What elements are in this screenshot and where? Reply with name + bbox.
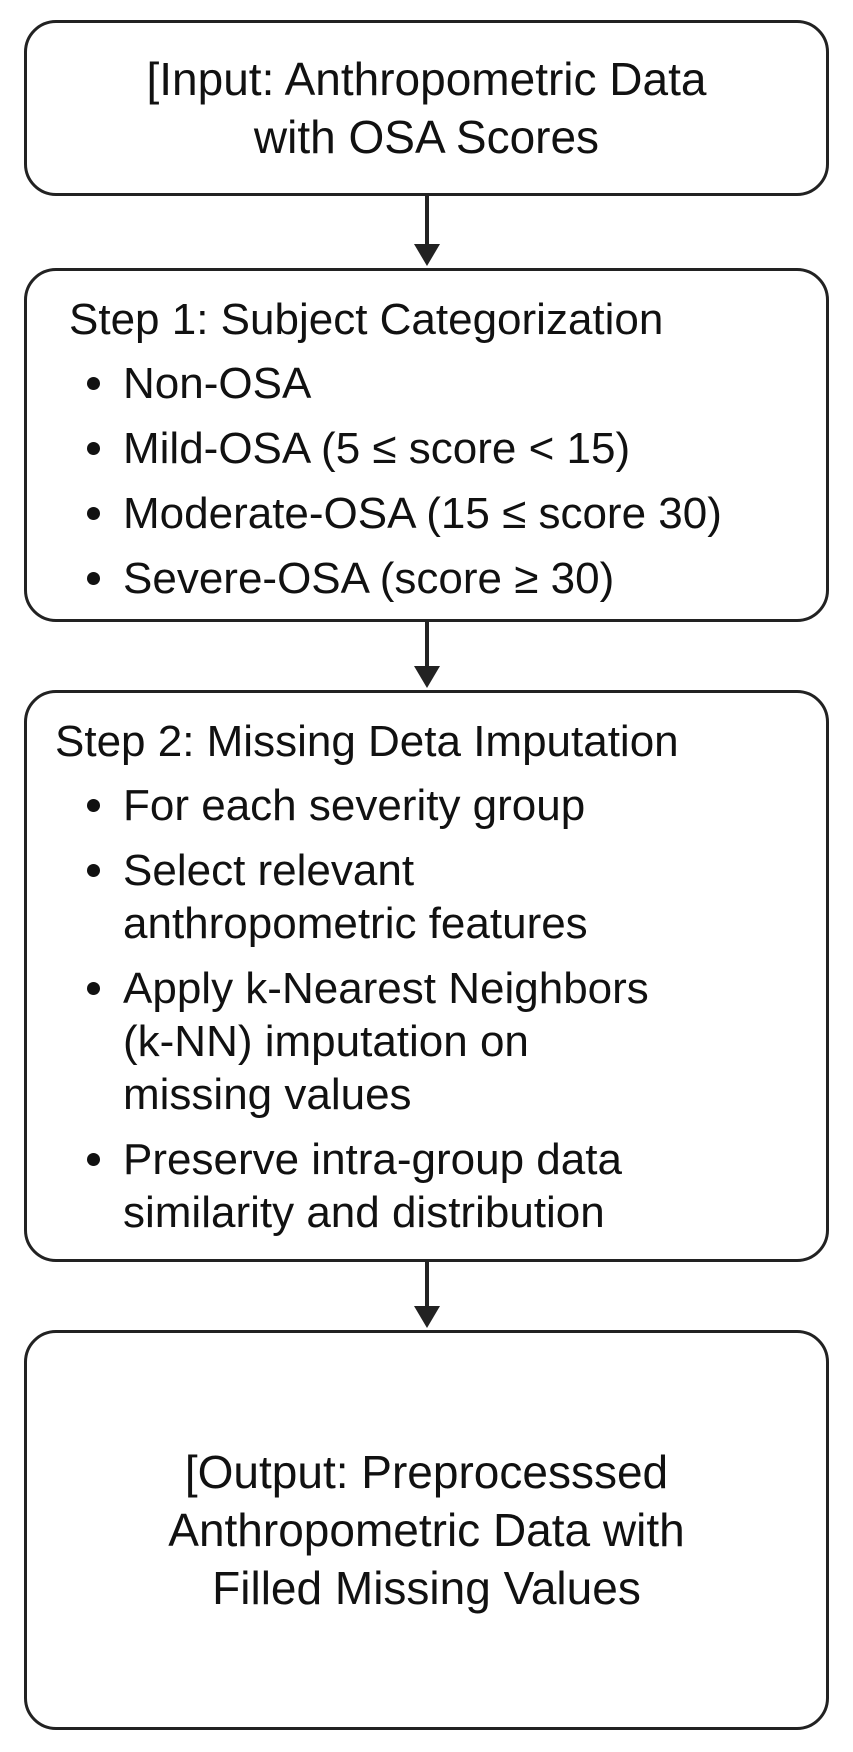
step2-item-line: Apply k-Nearest Neighbors [123,964,649,1013]
bullet-icon [87,864,100,877]
input-box: [Input: Anthropometric Data with OSA Sco… [24,20,829,196]
step2-box: Step 2: Missing Deta Imputation For each… [24,690,829,1262]
step1-item-line: Mild-OSA (5 ≤ score < 15) [123,424,631,473]
bullet-icon [87,982,100,995]
step2-item-line: For each severity group [123,781,586,830]
bullet-icon [87,377,100,390]
step2-item-line: similarity and distribution [123,1188,605,1237]
output-line-2: Anthropometric Data with [168,1504,685,1556]
step2-item-preserve-similarity: Preserve intra-group data similarity and… [69,1133,826,1239]
bullet-icon [87,799,100,812]
step2-item-select-features: Select relevant anthropometric features [69,844,826,950]
step2-item-apply-knn: Apply k-Nearest Neighbors (k-NN) imputat… [69,962,826,1121]
step1-item-line: Non-OSA [123,359,312,408]
step2-item-severity-group: For each severity group [69,779,826,832]
arrow-step2-to-output [412,1262,442,1330]
arrow-down-icon [414,622,440,688]
step2-item-line: Select relevant [123,846,415,895]
step1-item-severe-osa: Severe-OSA (score ≥ 30) [69,552,826,605]
bullet-icon [87,442,100,455]
arrow-step1-to-step2 [412,622,442,690]
step1-item-line: Moderate-OSA (15 ≤ score 30) [123,489,722,538]
step1-item-line: Severe-OSA (score ≥ 30) [123,554,615,603]
input-line-2: with OSA Scores [253,111,600,163]
output-box: [Output: Preprocesssed Anthropometric Da… [24,1330,829,1730]
output-line-3: Filled Missing Values [212,1562,641,1614]
output-line-1: [Output: Preprocesssed [184,1446,669,1498]
step2-list: For each severity group Select relevant … [55,779,826,1239]
step2-item-line: Preserve intra-group data [123,1135,622,1184]
bullet-icon [87,572,100,585]
arrow-down-icon [414,1262,440,1328]
step1-box: Step 1: Subject Categorization Non-OSA M… [24,268,829,622]
step2-item-line: (k-NN) imputation on [123,1017,529,1066]
arrow-input-to-step1 [412,196,442,268]
arrow-down-icon [414,196,440,266]
step2-title: Step 2: Missing Deta Imputation [55,717,679,766]
step1-list: Non-OSA Mild-OSA (5 ≤ score < 15) Modera… [69,357,826,605]
step1-item-mild-osa: Mild-OSA (5 ≤ score < 15) [69,422,826,475]
input-line-1: [Input: Anthropometric Data [146,53,707,105]
step2-item-line: anthropometric features [123,899,588,948]
step2-item-line: missing values [123,1070,412,1119]
bullet-icon [87,507,100,520]
bullet-icon [87,1153,100,1166]
step1-item-non-osa: Non-OSA [69,357,826,410]
step1-title: Step 1: Subject Categorization [69,295,664,344]
step1-item-moderate-osa: Moderate-OSA (15 ≤ score 30) [69,487,826,540]
